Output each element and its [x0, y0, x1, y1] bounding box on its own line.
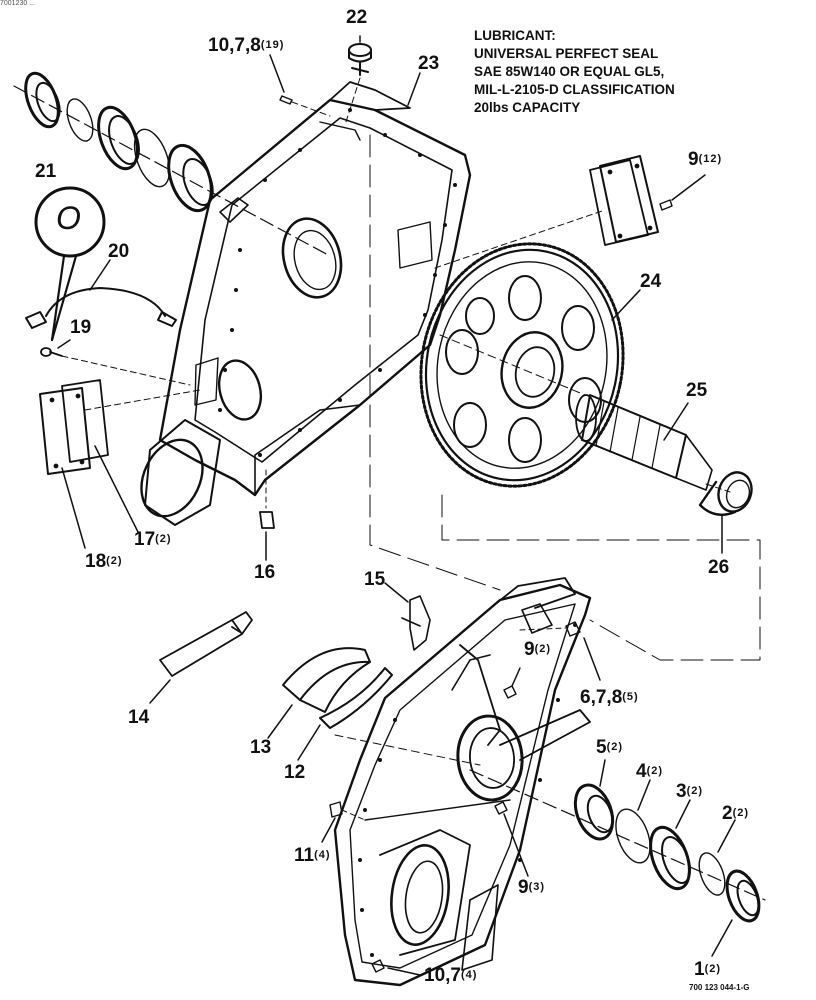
header-fragment: 7001230 ... — [0, 0, 36, 7]
lower-seal-stack — [573, 783, 761, 923]
callout-label: 5(2) — [596, 737, 624, 758]
callout-label: 24 — [640, 271, 662, 292]
seal-detail-glyph: O — [56, 200, 81, 236]
callout-label: 15 — [364, 569, 386, 590]
sealant-tube — [159, 611, 253, 677]
callout-label: 12 — [284, 762, 306, 783]
upper-cover-plate — [589, 155, 659, 246]
upper-seal-stack — [24, 71, 214, 213]
shaft-bushing — [698, 471, 753, 516]
sensor-screw — [40, 347, 63, 357]
sensor-cable — [25, 287, 177, 329]
lubricant-line: 20lbs CAPACITY — [474, 100, 581, 115]
drain-plug — [259, 469, 275, 529]
gearbox-housing-rear — [140, 81, 472, 526]
callout-label: 11(4) — [294, 845, 331, 866]
mounting-clip — [401, 595, 431, 651]
callout-label: 23 — [418, 53, 440, 74]
callout-label: 17(2) — [134, 529, 172, 550]
callout-label: 1(2) — [694, 959, 722, 980]
lubricant-line: SAE 85W140 OR EQUAL GL5, — [474, 64, 665, 79]
callout-label: 9(2) — [524, 639, 552, 660]
lubricant-line: MIL-L-2105-D CLASSIFICATION — [474, 82, 675, 97]
callout-label: 22 — [346, 7, 368, 28]
callout-label: 13 — [250, 737, 272, 758]
callout-label: 26 — [708, 557, 730, 578]
lubricant-note: LUBRICANT: UNIVERSAL PERFECT SEAL SAE 85… — [474, 27, 675, 117]
callout-label: 21 — [35, 161, 57, 182]
callout-label: 10,7(4) — [424, 965, 478, 986]
shim-pieces — [282, 647, 393, 729]
callout-label: 6,7,8(5) — [580, 687, 639, 708]
fill-plug — [348, 43, 372, 76]
upper-axis-line — [13, 85, 331, 257]
front-bolt-holes — [358, 623, 577, 957]
callout-label: 9(12) — [688, 149, 723, 170]
main-gear — [419, 242, 625, 488]
lubricant-line: LUBRICANT: — [474, 28, 556, 43]
callout-label: 19 — [70, 317, 92, 338]
callout-label: 16 — [254, 562, 276, 583]
callout-label: 18(2) — [85, 551, 123, 572]
document-id: 700 123 044-1-G — [689, 983, 750, 992]
gearbox-housing-front — [333, 577, 592, 987]
side-cover-plates — [39, 379, 109, 475]
callout-label: 10,7,8(19) — [208, 35, 285, 56]
callout-label: 4(2) — [636, 761, 664, 782]
callout-label: 9(3) — [518, 877, 546, 898]
callout-label: 20 — [108, 241, 130, 262]
callout-label: 25 — [686, 380, 708, 401]
callout-label: 2(2) — [722, 803, 750, 824]
housing-bolt-holes — [218, 108, 457, 457]
callout-label: 14 — [128, 707, 150, 728]
lubricant-line: UNIVERSAL PERFECT SEAL — [474, 46, 659, 61]
callout-label: 3(2) — [676, 781, 704, 802]
output-shaft — [575, 394, 713, 491]
